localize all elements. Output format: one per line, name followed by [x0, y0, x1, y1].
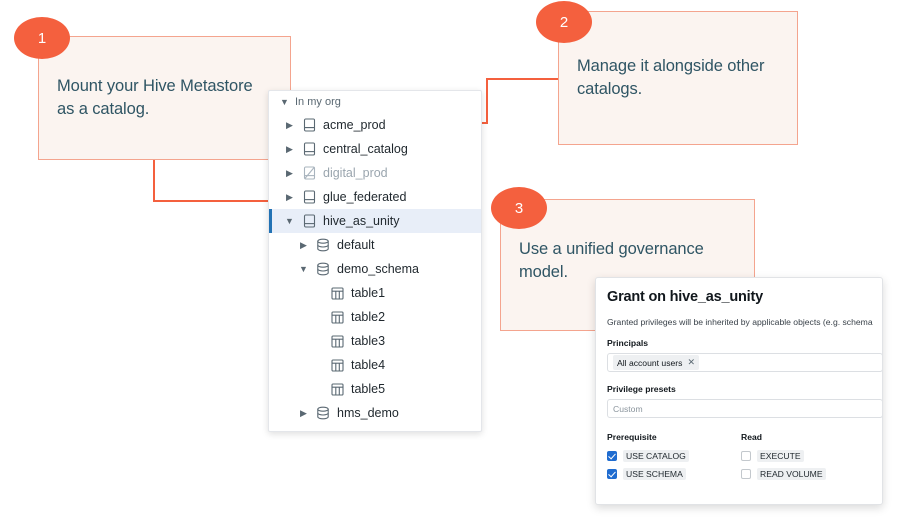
chevron-down-icon[interactable]: ▼ — [285, 215, 294, 226]
checkbox-row-use-catalog[interactable]: USE CATALOG — [607, 450, 741, 462]
tree-item-label: demo_schema — [337, 262, 419, 276]
tree-item-table2[interactable]: table2 — [269, 305, 481, 329]
privilege-column-prerequisite: Prerequisite USE CATALOG USE SCHEMA — [607, 432, 741, 486]
checkbox-label: READ VOLUME — [757, 468, 826, 480]
tree-item-label: default — [337, 238, 375, 252]
catalog-icon — [301, 141, 317, 157]
tree-item-table4[interactable]: table4 — [269, 353, 481, 377]
table-icon — [329, 309, 345, 325]
connector-1-horizontal — [153, 200, 281, 202]
tree-item-label: central_catalog — [323, 142, 408, 156]
checkbox-row-use-schema[interactable]: USE SCHEMA — [607, 468, 741, 480]
checkbox-label: USE SCHEMA — [623, 468, 686, 480]
table-icon — [329, 381, 345, 397]
table-icon — [329, 357, 345, 373]
callout-box-2: Manage it alongside other catalogs. — [558, 11, 798, 145]
tree-item-label: digital_prod — [323, 166, 388, 180]
tree-item-demo_schema[interactable]: ▼ demo_schema — [269, 257, 481, 281]
schema-icon — [315, 237, 331, 253]
chevron-right-icon[interactable]: ▶ — [286, 143, 293, 154]
grant-dialog-description: Granted privileges will be inherited by … — [607, 317, 873, 327]
tree-item-hms_demo[interactable]: ▶ hms_demo — [269, 401, 481, 425]
privilege-columns: Prerequisite USE CATALOG USE SCHEMA Read… — [607, 432, 882, 486]
tree-item-acme_prod[interactable]: ▶ acme_prod — [269, 113, 481, 137]
chevron-down-icon[interactable]: ▼ — [280, 96, 289, 107]
callout-1-number: 1 — [37, 29, 47, 47]
privilege-presets-select[interactable]: Custom — [607, 399, 882, 418]
checkbox-row-read-volume[interactable]: READ VOLUME — [741, 468, 875, 480]
checkbox-icon[interactable] — [741, 451, 751, 461]
checkbox-icon[interactable] — [607, 469, 617, 479]
tree-item-label: hive_as_unity — [323, 214, 400, 228]
tree-item-central_catalog[interactable]: ▶ central_catalog — [269, 137, 481, 161]
catalog-icon — [301, 189, 317, 205]
table-icon — [329, 333, 345, 349]
callout-1-badge: 1 — [14, 17, 70, 59]
checkbox-label: USE CATALOG — [623, 450, 689, 462]
tree-item-table3[interactable]: table3 — [269, 329, 481, 353]
callout-box-1: Mount your Hive Metastore as a catalog. — [38, 36, 291, 160]
privilege-column-read: Read EXECUTE READ VOLUME — [741, 432, 875, 486]
checkbox-icon[interactable] — [741, 469, 751, 479]
privilege-presets-value: Custom — [613, 403, 643, 414]
chevron-down-icon[interactable]: ▼ — [299, 263, 308, 274]
principal-chip-label: All account users — [617, 357, 683, 368]
connector-1-vertical — [153, 158, 155, 202]
tree-item-default[interactable]: ▶ default — [269, 233, 481, 257]
tree-item-label: table5 — [351, 382, 386, 396]
close-icon[interactable]: ✕ — [687, 357, 695, 367]
callout-2-text: Manage it alongside other catalogs. — [577, 56, 765, 98]
catalog-icon — [301, 117, 317, 133]
callout-3-text: Use a unified governance model. — [519, 240, 704, 282]
tree-item-label: table3 — [351, 334, 386, 348]
callout-3-number: 3 — [514, 199, 524, 217]
chevron-right-icon[interactable]: ▶ — [300, 239, 307, 250]
callout-3-badge: 3 — [491, 187, 547, 229]
checkbox-row-execute[interactable]: EXECUTE — [741, 450, 875, 462]
connector-2-horizontal-upper — [486, 78, 560, 80]
chevron-right-icon[interactable]: ▶ — [286, 167, 293, 178]
tree-item-label: acme_prod — [323, 118, 386, 132]
callout-2-number: 2 — [559, 13, 569, 31]
tree-group-header-label: In my org — [295, 96, 341, 108]
schema-icon — [315, 405, 331, 421]
grant-dialog[interactable]: Grant on hive_as_unity Granted privilege… — [595, 277, 883, 505]
tree-item-glue_federated[interactable]: ▶ glue_federated — [269, 185, 481, 209]
tree-item-label: glue_federated — [323, 190, 407, 204]
callout-2-badge: 2 — [536, 1, 592, 43]
tree-item-table1[interactable]: table1 — [269, 281, 481, 305]
tree-item-label: table4 — [351, 358, 386, 372]
chevron-right-icon[interactable]: ▶ — [286, 191, 293, 202]
column-heading: Read — [741, 432, 763, 442]
tree-item-table5[interactable]: table5 — [269, 377, 481, 401]
principals-label: Principals — [607, 338, 649, 348]
catalog-tree-panel[interactable]: ▼ In my org ▶ acme_prod ▶ central_catalog ▶ d… — [268, 90, 482, 432]
catalog-disabled-icon — [301, 165, 317, 181]
tree-group-header-in-my-org[interactable]: ▼ In my org — [269, 91, 481, 113]
chevron-right-icon[interactable]: ▶ — [300, 407, 307, 418]
schema-icon — [315, 261, 331, 277]
tree-item-hive_as_unity[interactable]: ▼ hive_as_unity — [269, 209, 481, 233]
principals-input[interactable]: All account users ✕ — [607, 353, 882, 372]
checkbox-icon[interactable] — [607, 451, 617, 461]
tree-item-label: hms_demo — [337, 406, 399, 420]
connector-2-vertical — [486, 78, 488, 124]
table-icon — [329, 285, 345, 301]
tree-row-list[interactable]: ▶acme_prod▶central_catalog▶digital_prod▶… — [269, 113, 481, 425]
principal-chip[interactable]: All account users ✕ — [613, 355, 699, 370]
tree-item-digital_prod[interactable]: ▶ digital_prod — [269, 161, 481, 185]
column-heading: Prerequisite — [607, 432, 657, 442]
chevron-right-icon[interactable]: ▶ — [286, 119, 293, 130]
callout-1-text: Mount your Hive Metastore as a catalog. — [57, 76, 253, 118]
tree-item-label: table1 — [351, 286, 386, 300]
privilege-presets-label: Privilege presets — [607, 384, 676, 394]
tree-item-label: table2 — [351, 310, 386, 324]
catalog-icon — [301, 213, 317, 229]
checkbox-label: EXECUTE — [757, 450, 804, 462]
grant-dialog-title: Grant on hive_as_unity — [607, 289, 763, 305]
